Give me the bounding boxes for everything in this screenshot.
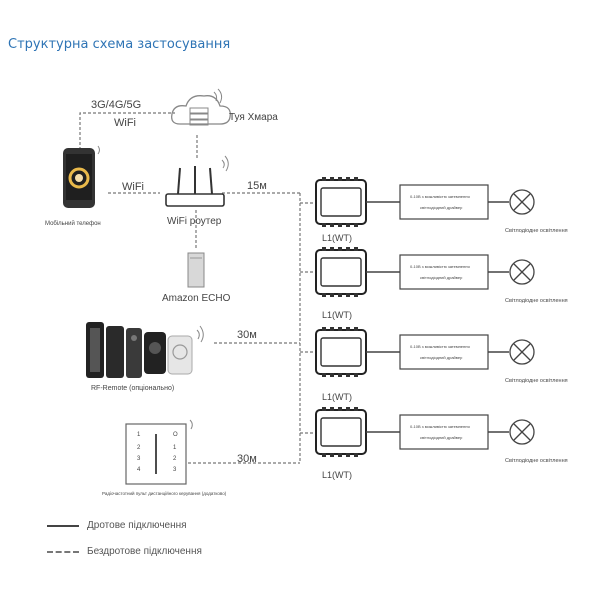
dimmer-label: L1(WT) xyxy=(322,233,352,243)
distance-15m: 15м xyxy=(247,180,267,192)
light-label: Світлодіодне освітлення xyxy=(505,458,568,464)
panel-keys: 1 O 2 1 3 2 4 3 xyxy=(137,432,178,473)
distance-30m-remote: 30м xyxy=(237,329,257,341)
dimmer-label: L1(WT) xyxy=(322,470,352,480)
phone-icon xyxy=(63,145,100,208)
led-driver-box: 0-10В з можливістю затемнення світлодіодн… xyxy=(399,254,489,290)
legend-wireless-label: Бездротове підключення xyxy=(87,546,202,557)
driver-line2: світлодіодний драйвер xyxy=(420,205,463,210)
panel-key: 3 xyxy=(173,467,177,473)
led-driver-box: 0-10В з можливістю затемнення світлодіодн… xyxy=(399,184,489,220)
network-label: 3G/4G/5G xyxy=(91,99,141,111)
light-label: Світлодіодне освітлення xyxy=(505,228,568,234)
phone-cloud-link xyxy=(79,112,175,165)
panel-key: 1 xyxy=(173,445,177,451)
dimmer-module-icon xyxy=(315,177,367,227)
cloud-icon xyxy=(171,88,231,126)
device-row: L1(WT) 0-10В з можливістю затемнення світл… xyxy=(315,407,568,480)
led-light-icon xyxy=(509,259,535,285)
dimmer-label: L1(WT) xyxy=(322,392,352,402)
driver-line1: 0-10В з можливістю затемнення xyxy=(410,194,470,199)
page-title: Структурна схема застосування xyxy=(8,37,231,52)
led-light-icon xyxy=(509,339,535,365)
light-label: Світлодіодне освітлення xyxy=(505,298,568,304)
legend-dashed-line xyxy=(47,550,79,553)
driver-line1: 0-10В з можливістю затемнення xyxy=(410,344,470,349)
panel-key: 2 xyxy=(137,445,141,451)
panel-key: 3 xyxy=(137,456,141,462)
dimmer-module-icon xyxy=(315,247,367,297)
driver-line2: світлодіодний драйвер xyxy=(420,275,463,280)
led-driver-box: 0-10В з можливістю затемнення світлодіодн… xyxy=(399,334,489,370)
legend-wireless: Бездротове підключення xyxy=(47,546,202,557)
amazon-echo-icon xyxy=(187,252,205,288)
dimmer-module-icon xyxy=(315,327,367,377)
led-light-icon xyxy=(509,189,535,215)
cloud-label: Туя Хмара xyxy=(229,112,278,123)
echo-label: Amazon ECHO xyxy=(162,293,231,304)
rf-remote-icon xyxy=(86,322,204,378)
router-label: WiFi роутер xyxy=(167,216,222,227)
legend-solid-line xyxy=(47,524,79,527)
panel-key: 2 xyxy=(173,456,177,462)
dimmer-module-icon xyxy=(315,407,367,457)
diagram-labels: 3G/4G/5G WiFi Туя Хмара Мобільний телефо… xyxy=(45,99,278,496)
legend-wired-label: Дротове підключення xyxy=(87,520,187,531)
panel-key: 4 xyxy=(137,467,141,473)
router-icon xyxy=(165,155,229,207)
distance-30m-panel: 30м xyxy=(237,453,257,465)
device-row: L1(WT) 0-10В з можливістю затемнення світл… xyxy=(315,327,568,402)
panel-key: O xyxy=(173,432,178,438)
wifi-mid-label: WiFi xyxy=(122,181,144,193)
device-row: L1(WT) 0-10В з можливістю затемнення світл… xyxy=(315,177,568,243)
driver-line1: 0-10В з можливістю затемнення xyxy=(410,424,470,429)
legend-wired: Дротове підключення xyxy=(47,520,187,531)
panel-key: 1 xyxy=(137,432,141,438)
remote-label: RF-Remote (опціонально) xyxy=(91,384,174,392)
light-label: Світлодіодне освітлення xyxy=(505,378,568,384)
driver-line1: 0-10В з можливістю затемнення xyxy=(410,264,470,269)
device-rows: L1(WT) 0-10В з можливістю затемнення світл… xyxy=(315,177,568,480)
dimmer-label: L1(WT) xyxy=(322,310,352,320)
wifi-top-label: WiFi xyxy=(114,117,136,129)
wireless-links xyxy=(79,112,315,464)
wall-panel-icon xyxy=(125,419,193,485)
phone-label: Мобільний телефон xyxy=(45,220,101,227)
led-driver-box: 0-10В з можливістю затемнення світлодіодн… xyxy=(399,414,489,450)
panel-label: Радіочастотний пульт дистанційного керув… xyxy=(102,490,227,496)
driver-line2: світлодіодний драйвер xyxy=(420,435,463,440)
driver-line2: світлодіодний драйвер xyxy=(420,355,463,360)
led-light-icon xyxy=(509,419,535,445)
device-row: L1(WT) 0-10В з можливістю затемнення світл… xyxy=(315,247,568,320)
